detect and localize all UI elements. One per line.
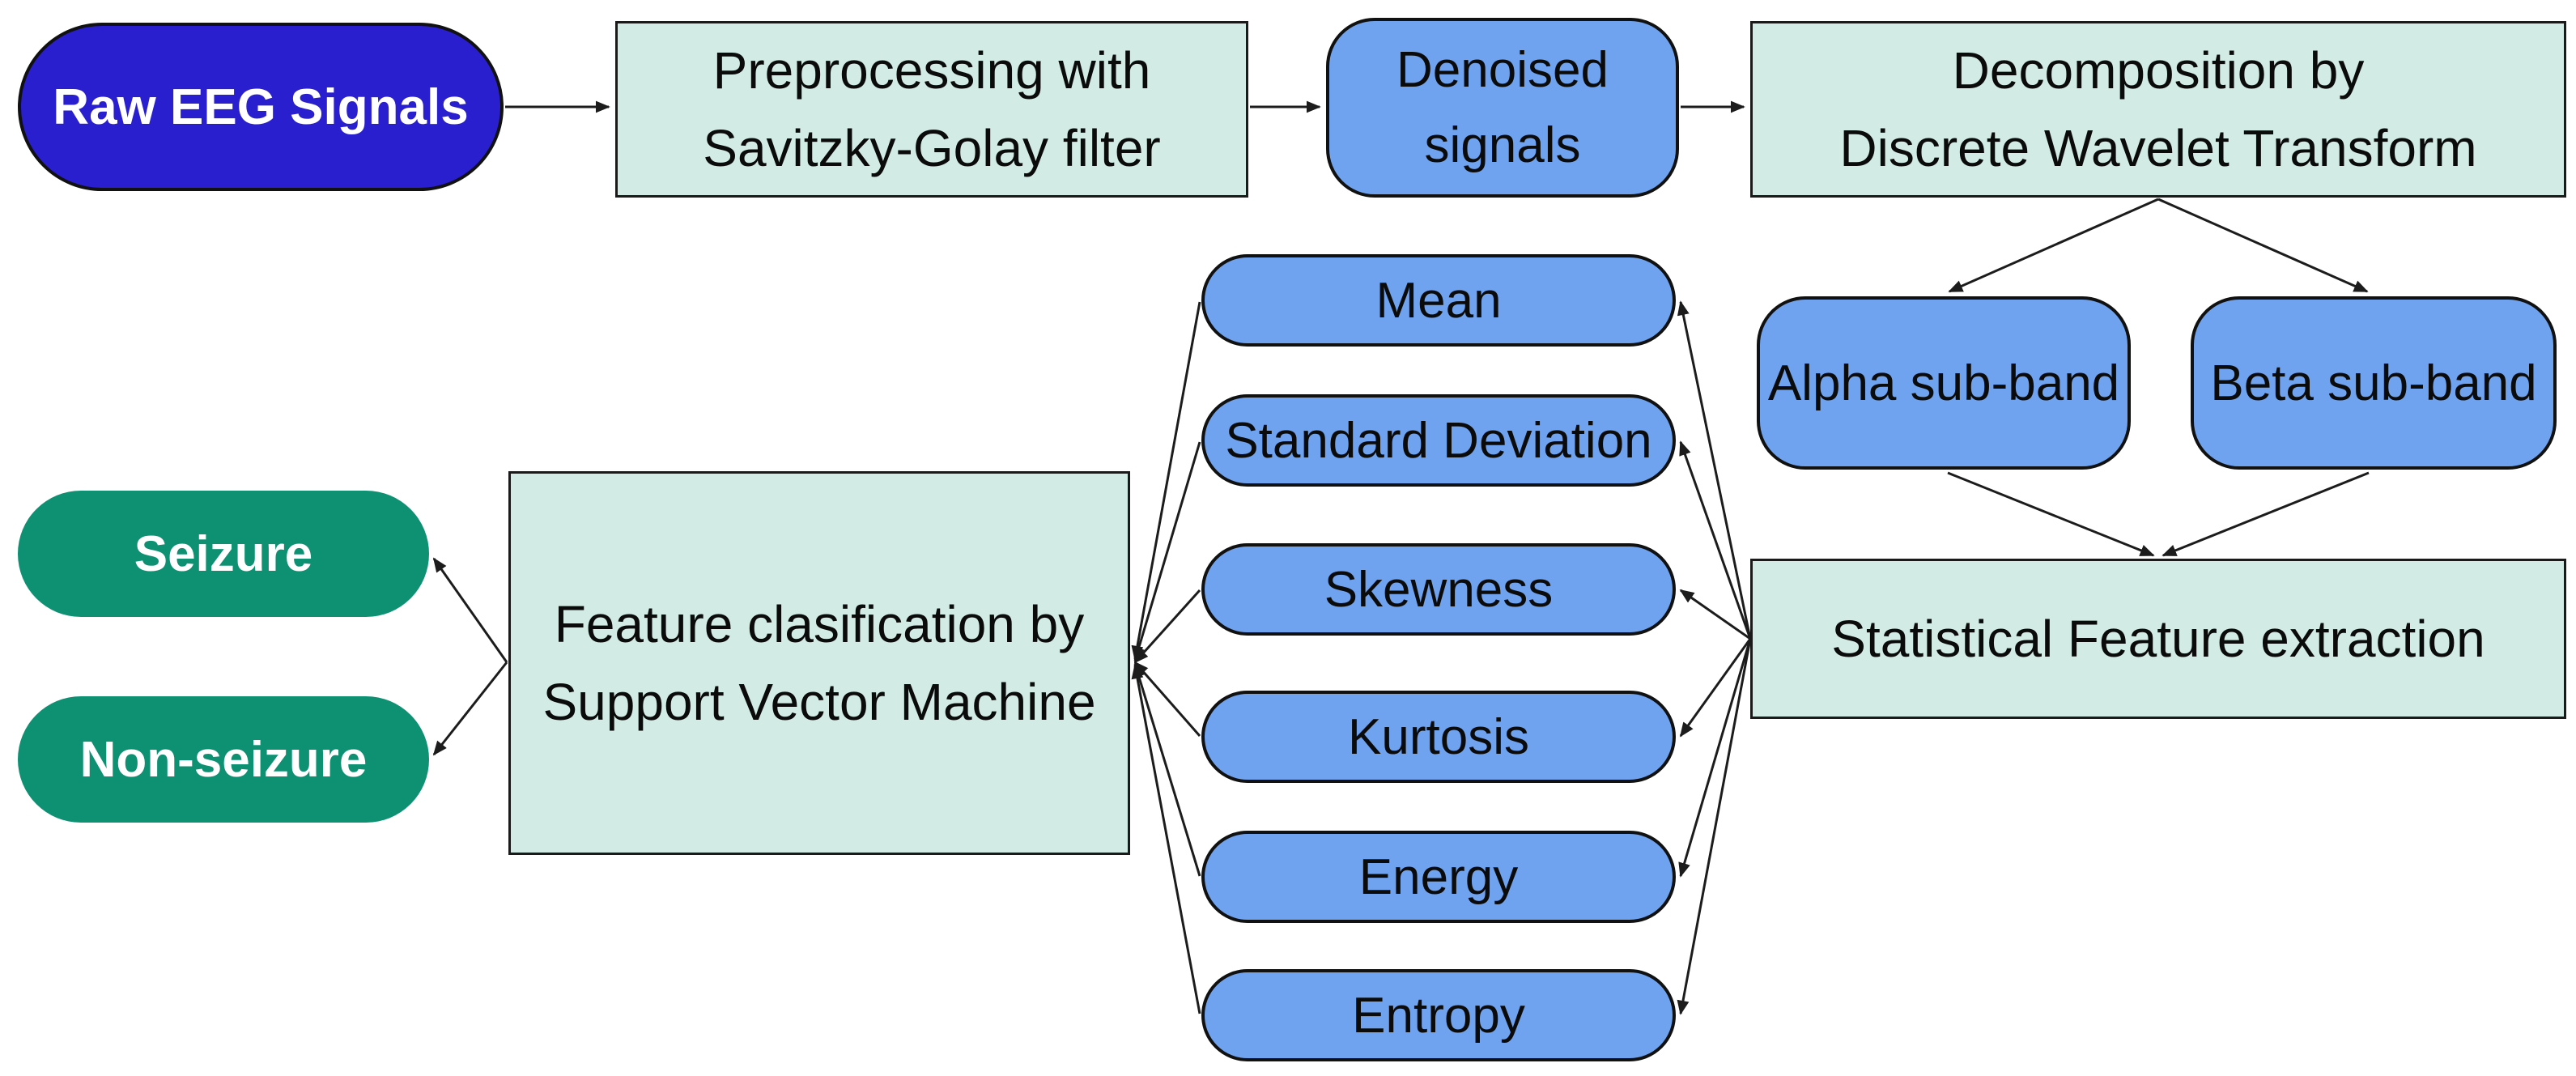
edge-statistical-to-entropy — [1677, 638, 1752, 1015]
node-feature-standard-deviation: Standard Deviation — [1201, 394, 1676, 487]
edge-decomposition-to-alpha — [1948, 198, 2159, 293]
edge-entropy-to-classification — [1131, 664, 1201, 1014]
edge-statistical-to-skewness — [1679, 589, 1751, 640]
edge-beta-to-statistical — [2162, 471, 2370, 557]
node-seizure-label: Seizure — [134, 525, 313, 582]
edge-classification-to-non-seizure — [432, 661, 508, 756]
edge-statistical-to-kurtosis — [1679, 638, 1752, 738]
edge-classification-to-seizure — [432, 557, 508, 663]
node-feature-energy: Energy — [1201, 831, 1676, 923]
node-feature-kurtosis: Kurtosis — [1201, 691, 1676, 783]
node-feature-energy-label: Energy — [1358, 848, 1519, 905]
node-seizure: Seizure — [18, 491, 429, 617]
node-denoised-signals-label: Denoised signals — [1396, 42, 1609, 173]
edge-mean-to-classification — [1131, 301, 1201, 661]
node-preprocessing-label: Preprocessing with Savitzky-Golay filter — [703, 41, 1161, 177]
node-non-seizure-label: Non-seizure — [79, 731, 368, 788]
node-feature-classification: Feature clasification by Support Vector … — [508, 471, 1130, 855]
node-preprocessing: Preprocessing with Savitzky-Golay filter — [615, 21, 1248, 198]
node-feature-mean-label: Mean — [1375, 272, 1502, 329]
node-denoised-signals: Denoised signals — [1326, 18, 1679, 198]
node-feature-entropy: Entropy — [1201, 969, 1676, 1061]
edge-skewness-to-classification — [1133, 589, 1201, 664]
node-feature-mean: Mean — [1201, 254, 1676, 347]
node-alpha-sub-band-label: Alpha sub-band — [1767, 355, 2120, 411]
node-raw-eeg-signals-label: Raw EEG Signals — [53, 79, 469, 135]
node-statistical-feature-extraction-label: Statistical Feature extraction — [1831, 610, 2485, 668]
node-beta-sub-band-label: Beta sub-band — [2210, 355, 2537, 411]
edge-statistical-to-energy — [1678, 638, 1752, 878]
edge-alpha-to-statistical — [1947, 471, 2155, 557]
node-raw-eeg-signals: Raw EEG Signals — [18, 23, 504, 191]
node-feature-standard-deviation-label: Standard Deviation — [1225, 412, 1652, 469]
edge-statistical-to-mean — [1677, 300, 1752, 640]
node-feature-classification-label: Feature clasification by Support Vector … — [542, 595, 1096, 731]
node-decomposition: Decomposition by Discrete Wavelet Transf… — [1750, 21, 2566, 198]
edge-standard-deviation-to-classification — [1133, 441, 1201, 662]
node-alpha-sub-band: Alpha sub-band — [1757, 296, 2131, 470]
node-statistical-feature-extraction: Statistical Feature extraction — [1750, 559, 2566, 719]
edge-statistical-to-standard-deviation — [1679, 440, 1752, 640]
edge-decomposition-to-beta — [2157, 198, 2369, 293]
node-beta-sub-band: Beta sub-band — [2191, 296, 2557, 470]
edge-kurtosis-to-classification — [1133, 661, 1201, 737]
node-feature-skewness-label: Skewness — [1324, 561, 1554, 618]
edge-energy-to-classification — [1133, 662, 1201, 877]
node-decomposition-label: Decomposition by Discrete Wavelet Transf… — [1839, 41, 2477, 177]
node-feature-skewness: Skewness — [1201, 543, 1676, 636]
node-non-seizure: Non-seizure — [18, 696, 429, 823]
node-feature-kurtosis-label: Kurtosis — [1348, 708, 1529, 765]
node-feature-entropy-label: Entropy — [1352, 987, 1525, 1044]
